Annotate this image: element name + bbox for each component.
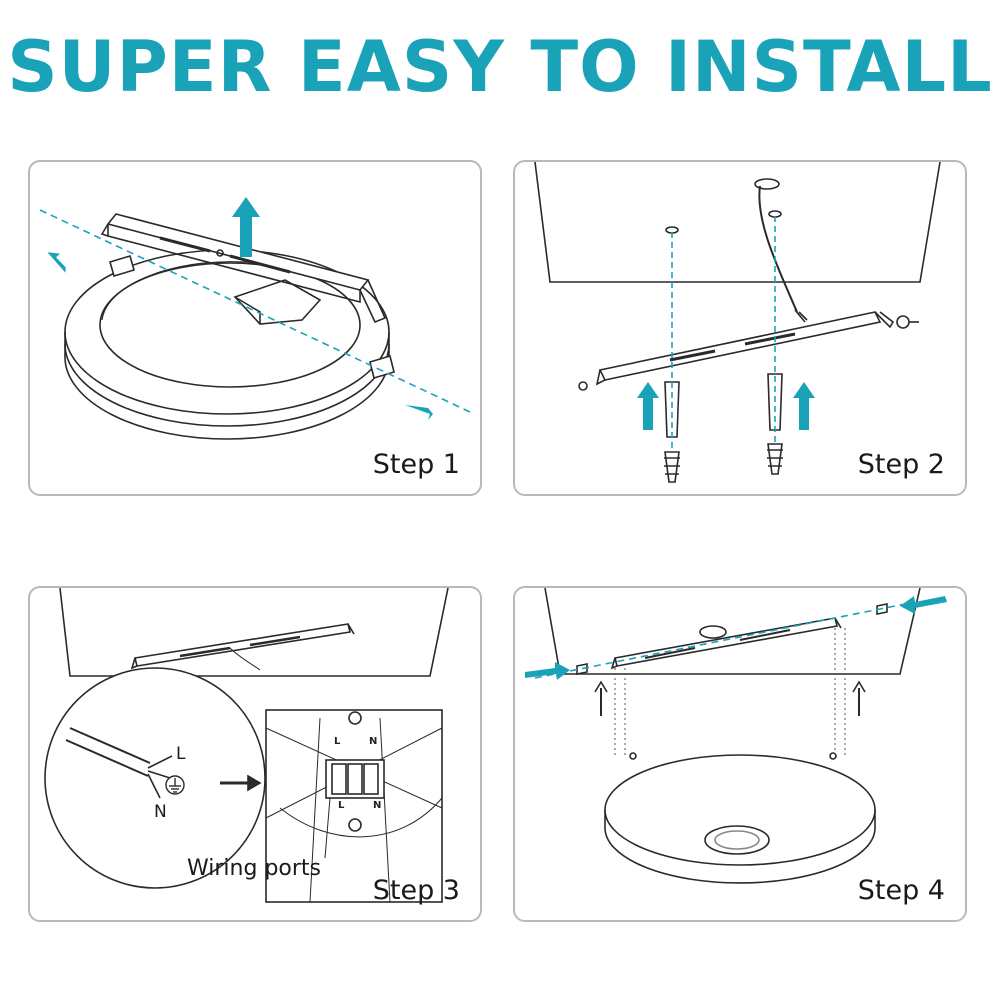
page-title: SUPER EASY TO INSTALL — [7, 26, 993, 108]
step-4-panel: Step 4 — [513, 586, 967, 922]
left-arrow-icon — [47, 252, 66, 273]
up-arrow-icon — [793, 382, 815, 430]
terminal-label-live-bottom: L — [338, 800, 345, 811]
step-3-label: Step 3 — [372, 875, 460, 906]
terminal-label-live-top: L — [334, 736, 341, 747]
step-1-label: Step 1 — [372, 449, 460, 480]
left-arrow-icon — [900, 596, 947, 614]
step-3-panel: L N L N L N Wiring ports Step 3 — [28, 586, 482, 922]
up-arrow-icon — [232, 197, 260, 257]
step-1-panel: Step 1 — [28, 160, 482, 496]
right-arrow-icon — [405, 405, 433, 420]
step-1-illustration — [39, 197, 471, 440]
step-3-illustration — [44, 588, 449, 903]
step-2-illustration — [534, 162, 941, 483]
ground-icon — [165, 775, 185, 795]
wire-label-neutral: N — [154, 802, 167, 822]
step-4-illustration — [525, 588, 947, 884]
step-2-label: Step 2 — [857, 449, 945, 480]
terminal-label-neutral-top: N — [369, 736, 378, 747]
up-arrow-icon — [637, 382, 659, 430]
right-arrow-icon — [525, 662, 570, 680]
terminal-label-neutral-bottom: N — [373, 800, 382, 811]
wire-label-live: L — [176, 744, 186, 764]
wiring-ports-caption: Wiring ports — [187, 856, 321, 881]
step-4-label: Step 4 — [857, 875, 945, 906]
step-2-panel: Step 2 — [513, 160, 967, 496]
